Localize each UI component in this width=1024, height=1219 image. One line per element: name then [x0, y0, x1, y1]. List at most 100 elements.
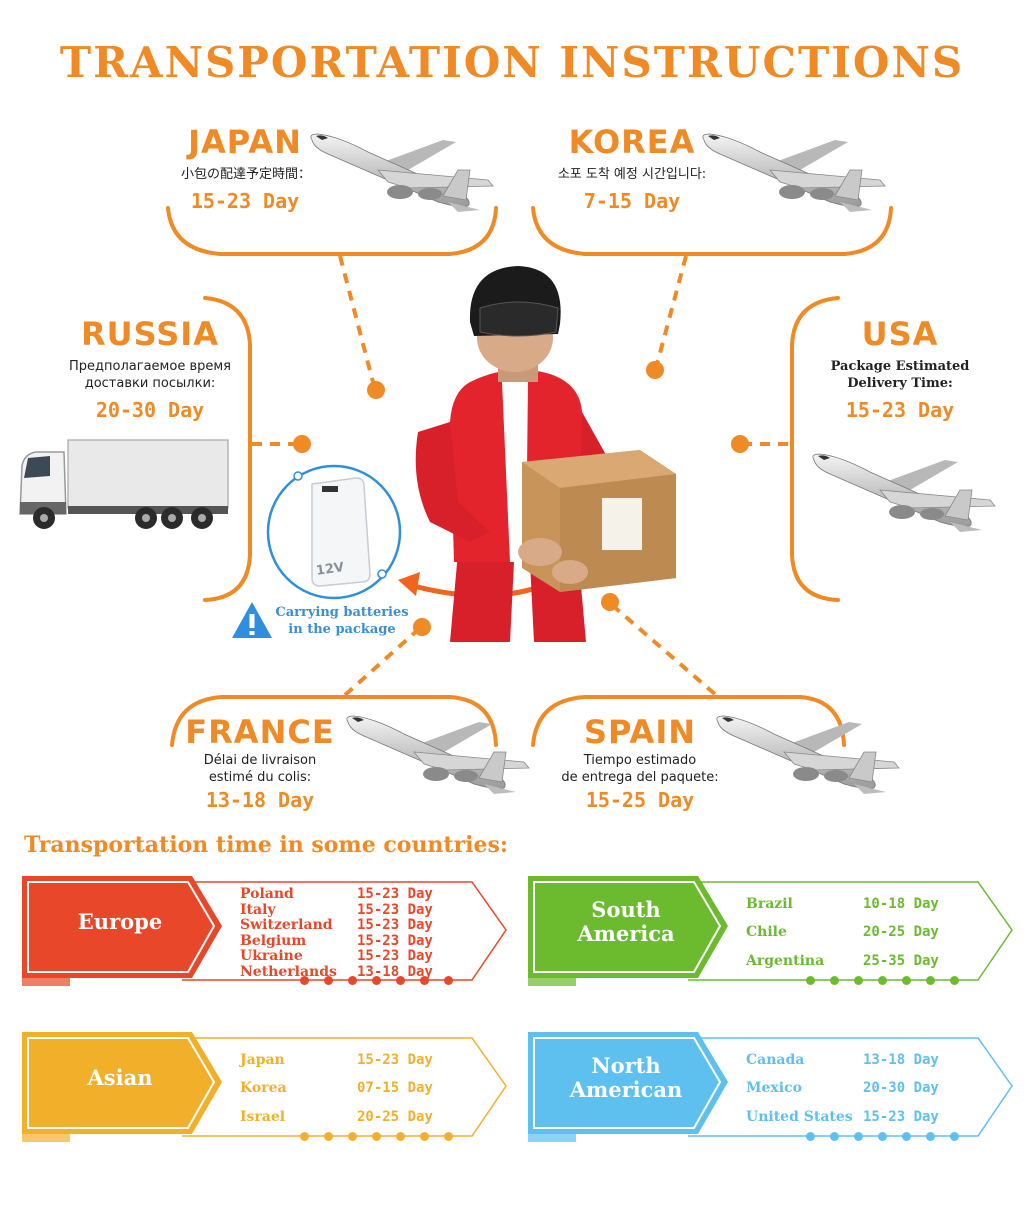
delivery-days: 20-30 Day	[95, 398, 205, 422]
country-russia: RUSSIA Предполагаемое время доставки пос…	[0, 316, 300, 422]
dot-marker	[396, 976, 405, 985]
dot-marker	[806, 976, 815, 985]
row-days: 15-23 Day	[357, 917, 433, 933]
region-arrow-frame	[22, 1032, 507, 1142]
delivery-days: 7-15 Day	[583, 189, 681, 213]
dot-marker	[348, 976, 357, 985]
region-name-line: American	[569, 1077, 683, 1102]
row-days: 20-25 Day	[863, 924, 939, 940]
airplane-icon	[812, 453, 996, 533]
dot-marker	[902, 976, 911, 985]
row-country: Italy	[240, 902, 276, 918]
dot-marker	[300, 1132, 309, 1141]
dot-marker	[878, 1132, 887, 1141]
route-connectors	[166, 206, 893, 747]
airplane-icon	[702, 133, 886, 213]
dot-marker	[950, 976, 959, 985]
row-country: Belgium	[240, 933, 307, 949]
dot-marker	[830, 976, 839, 985]
dot-marker	[324, 1132, 333, 1141]
description-line: Delivery Time:	[847, 376, 953, 391]
dot-marker	[854, 1132, 863, 1141]
country-description: 小包の配達予定時間：	[180, 167, 311, 182]
country-name: KOREA	[568, 123, 696, 161]
dot-marker	[420, 976, 429, 985]
country-description: Tiempo estimado de entrega del paquete:	[490, 752, 790, 786]
dot-marker	[444, 976, 453, 985]
region-name-line: South	[591, 897, 661, 922]
country-korea: KOREA 소포 도착 예정 시간입니다: 7-15 Day	[482, 124, 782, 213]
description-line: доставки посылки:	[84, 376, 216, 391]
country-name: SPAIN	[583, 713, 696, 751]
region-arrow-frame	[22, 876, 507, 986]
airplane-icon	[716, 715, 900, 795]
description-line: Предполагаемое время	[69, 359, 231, 374]
row-days: 15-23 Day	[357, 933, 433, 949]
country-description: Délai de livraison estimé du colis:	[110, 752, 410, 786]
row-country: Mexico	[746, 1080, 802, 1096]
region-name-line: North	[591, 1053, 661, 1078]
row-country: Ukraine	[240, 948, 303, 964]
airplane-icon	[310, 133, 494, 213]
row-days: 20-25 Day	[357, 1109, 433, 1125]
row-country: United States	[746, 1109, 853, 1125]
battery-illustration: 12V	[264, 462, 404, 602]
warning-icon	[232, 602, 272, 638]
delivery-days: 15-23 Day	[845, 398, 955, 422]
row-days: 15-23 Day	[357, 902, 433, 918]
country-name: JAPAN	[188, 123, 302, 161]
dot-marker	[902, 1132, 911, 1141]
region-arrow-frame	[528, 1032, 1013, 1142]
page-title: TRANSPORTATION INSTRUCTIONS	[59, 38, 965, 87]
dot-marker	[926, 976, 935, 985]
warning-line: in the package	[288, 622, 396, 637]
row-country: Argentina	[746, 953, 825, 969]
description-line: Tiempo estimado	[583, 753, 697, 768]
dot-marker	[926, 1132, 935, 1141]
dot-marker	[396, 1132, 405, 1141]
row-country: Canada	[746, 1052, 805, 1068]
row-country: Brazil	[746, 896, 793, 912]
delivery-days: 15-25 Day	[585, 788, 695, 812]
row-days: 15-23 Day	[357, 886, 433, 902]
country-name: USA	[861, 315, 939, 353]
row-days: 15-23 Day	[357, 948, 433, 964]
country-name: FRANCE	[185, 713, 335, 751]
row-days: 15-23 Day	[863, 1109, 939, 1125]
dot-marker	[806, 1132, 815, 1141]
dot-marker	[420, 1132, 429, 1141]
country-description: Предполагаемое время доставки посылки:	[0, 358, 300, 392]
region-name: Europe	[77, 909, 163, 934]
row-days: 10-18 Day	[863, 896, 939, 912]
region-name-line: America	[577, 921, 675, 946]
country-description: 소포 도착 예정 시간입니다:	[557, 167, 707, 182]
dot-marker	[444, 1132, 453, 1141]
dot-marker	[372, 1132, 381, 1141]
country-name: RUSSIA	[81, 315, 219, 353]
description-line: Délai de livraison	[203, 753, 317, 768]
description-line: estimé du colis:	[208, 770, 312, 785]
dot-marker	[324, 976, 333, 985]
section-subtitle: Transportation time in some countries:	[24, 832, 509, 858]
row-days: 13-18 Day	[863, 1052, 939, 1068]
country-japan: JAPAN 小包の配達予定時間： 15-23 Day	[95, 124, 395, 213]
country-france: FRANCE Délai de livraison estimé du coli…	[110, 714, 410, 812]
row-country: Chile	[746, 924, 787, 940]
warning-text: Carrying batteries in the package	[272, 604, 412, 638]
courier-illustration	[415, 266, 676, 642]
row-days: 20-30 Day	[863, 1080, 939, 1096]
dot-marker	[854, 976, 863, 985]
dot-marker	[372, 976, 381, 985]
delivery-days: 15-23 Day	[190, 189, 300, 213]
dot-marker	[300, 976, 309, 985]
delivery-days: 13-18 Day	[205, 788, 315, 812]
description-line: Package Estimated	[830, 359, 970, 374]
row-country: Israel	[240, 1109, 286, 1125]
country-description: Package Estimated Delivery Time:	[750, 358, 1024, 392]
row-country: Switzerland	[240, 917, 333, 933]
row-days: 25-35 Day	[863, 953, 939, 969]
